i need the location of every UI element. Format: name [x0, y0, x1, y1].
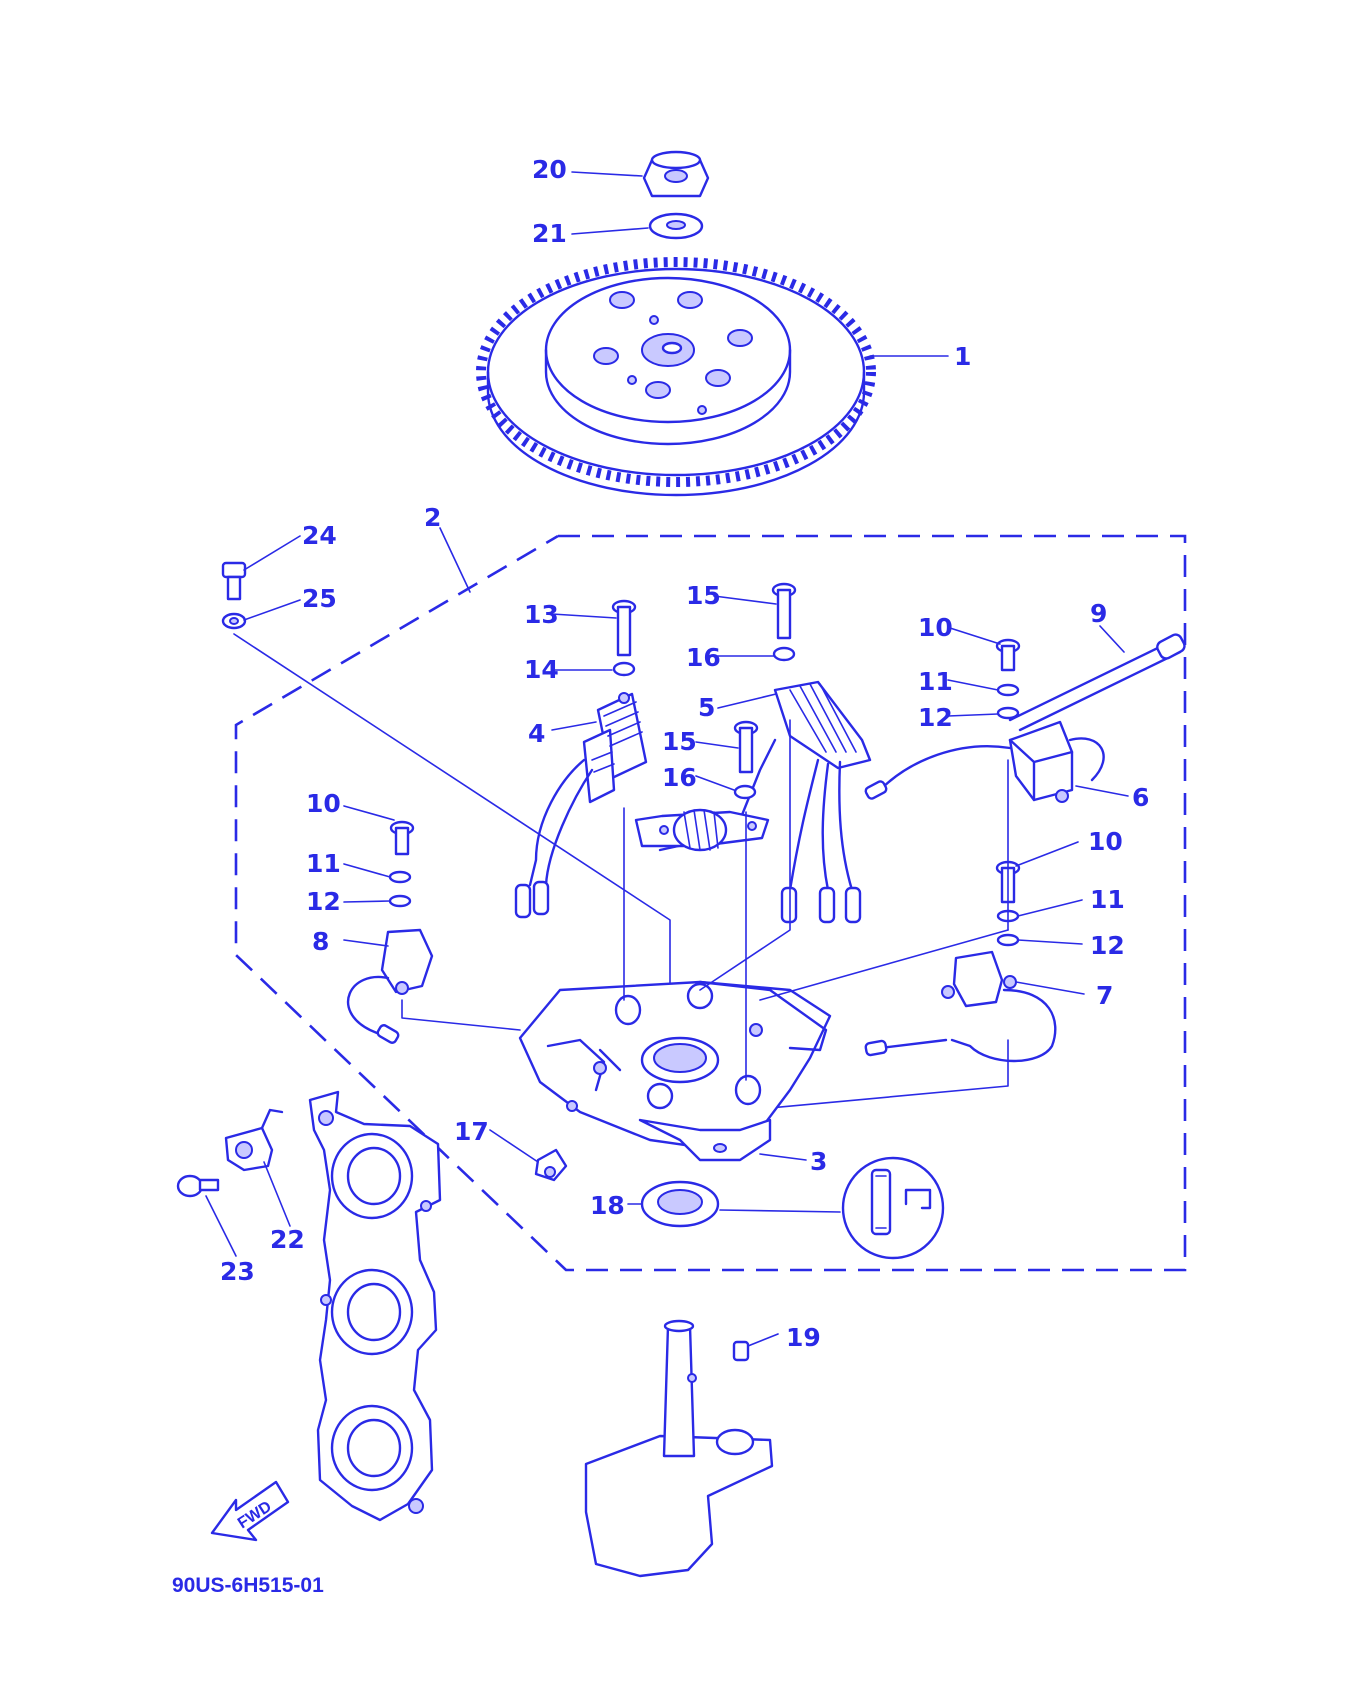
callout-11-upper-right: 11 [918, 667, 953, 696]
part-1-flywheel [476, 257, 876, 497]
part-23-screw [176, 1174, 220, 1198]
callout-1: 1 [954, 342, 971, 371]
callout-10-upper-right: 10 [918, 613, 953, 642]
callout-20: 20 [532, 155, 567, 184]
part-11-washer-upper-right [996, 683, 1020, 697]
part-17-clamp [534, 1148, 568, 1182]
callout-8: 8 [312, 927, 329, 956]
callout-15-lower: 15 [662, 727, 697, 756]
callout-labels: 20 21 1 2 24 25 13 14 4 15 16 5 15 16 10… [220, 155, 1149, 1352]
callout-18: 18 [590, 1191, 625, 1220]
part-10-screw-upper-right [995, 638, 1021, 672]
callout-11-right: 11 [1090, 885, 1125, 914]
forward-arrow-icon: FWD [210, 1480, 290, 1542]
part-13-screw [611, 599, 637, 657]
callout-2: 2 [424, 503, 441, 532]
crankcase-plate [308, 1090, 442, 1522]
part-9-plug-cap-cord [1008, 633, 1186, 732]
part-20-flywheel-nut [642, 150, 710, 198]
part-24-assembly-line [233, 633, 671, 991]
part-12-washer-left [388, 894, 412, 908]
part-16-washer-upper [772, 646, 796, 662]
callout-12-left: 12 [306, 887, 341, 916]
part-19-woodruff-key [732, 1340, 750, 1362]
callout-15-upper: 15 [686, 581, 721, 610]
callout-11-left: 11 [306, 849, 341, 878]
part-12-washer-right [996, 933, 1020, 947]
part-18-oil-seal [640, 1180, 841, 1228]
catalog-number: 90US-6H515-01 [172, 1574, 324, 1597]
crankshaft [584, 1319, 774, 1578]
callout-21: 21 [532, 219, 567, 248]
callout-25: 25 [302, 584, 337, 613]
part-24-bolt [221, 561, 247, 601]
part-14-washer [612, 661, 636, 677]
part-4-charge-coil [514, 692, 648, 919]
callout-14: 14 [524, 655, 559, 684]
part-12-washer-upper-right [996, 706, 1020, 720]
part-15-screw-upper [771, 582, 797, 640]
callout-6: 6 [1132, 783, 1149, 812]
lighting-coil [634, 808, 770, 852]
part-21-washer [648, 212, 704, 240]
part-11-washer-left [388, 870, 412, 884]
callout-10-right: 10 [1088, 827, 1123, 856]
callout-5: 5 [698, 693, 715, 722]
assembly-2-boundary [234, 534, 1187, 1272]
callout-4: 4 [528, 719, 545, 748]
part-22-bracket [224, 1108, 284, 1172]
callout-17: 17 [454, 1117, 489, 1146]
callout-9: 9 [1090, 599, 1107, 628]
callout-19: 19 [786, 1323, 821, 1352]
callout-13: 13 [524, 600, 559, 629]
part-8-pulser [347, 928, 521, 1044]
callout-7: 7 [1096, 981, 1113, 1010]
callout-12-upper-right: 12 [918, 703, 953, 732]
callout-10-left: 10 [306, 789, 341, 818]
callout-16-upper: 16 [686, 643, 721, 672]
part-18-seal-detail-callout [841, 1156, 945, 1260]
part-6-cdi-unit [1008, 720, 1105, 803]
part-15-screw-lower [733, 720, 759, 774]
callout-12-right: 12 [1090, 931, 1125, 960]
part-3-stator-base [518, 719, 1009, 1162]
callout-23: 23 [220, 1257, 255, 1286]
callout-3: 3 [810, 1147, 827, 1176]
part-10-screw-left [389, 820, 415, 856]
part-7-pulser [747, 950, 1057, 1111]
part-16-washer-lower [733, 784, 757, 800]
callout-16-lower: 16 [662, 763, 697, 792]
leader-lines [205, 171, 1129, 1347]
callout-22: 22 [270, 1225, 305, 1254]
callout-24: 24 [302, 521, 337, 550]
part-25-washer [221, 612, 247, 630]
